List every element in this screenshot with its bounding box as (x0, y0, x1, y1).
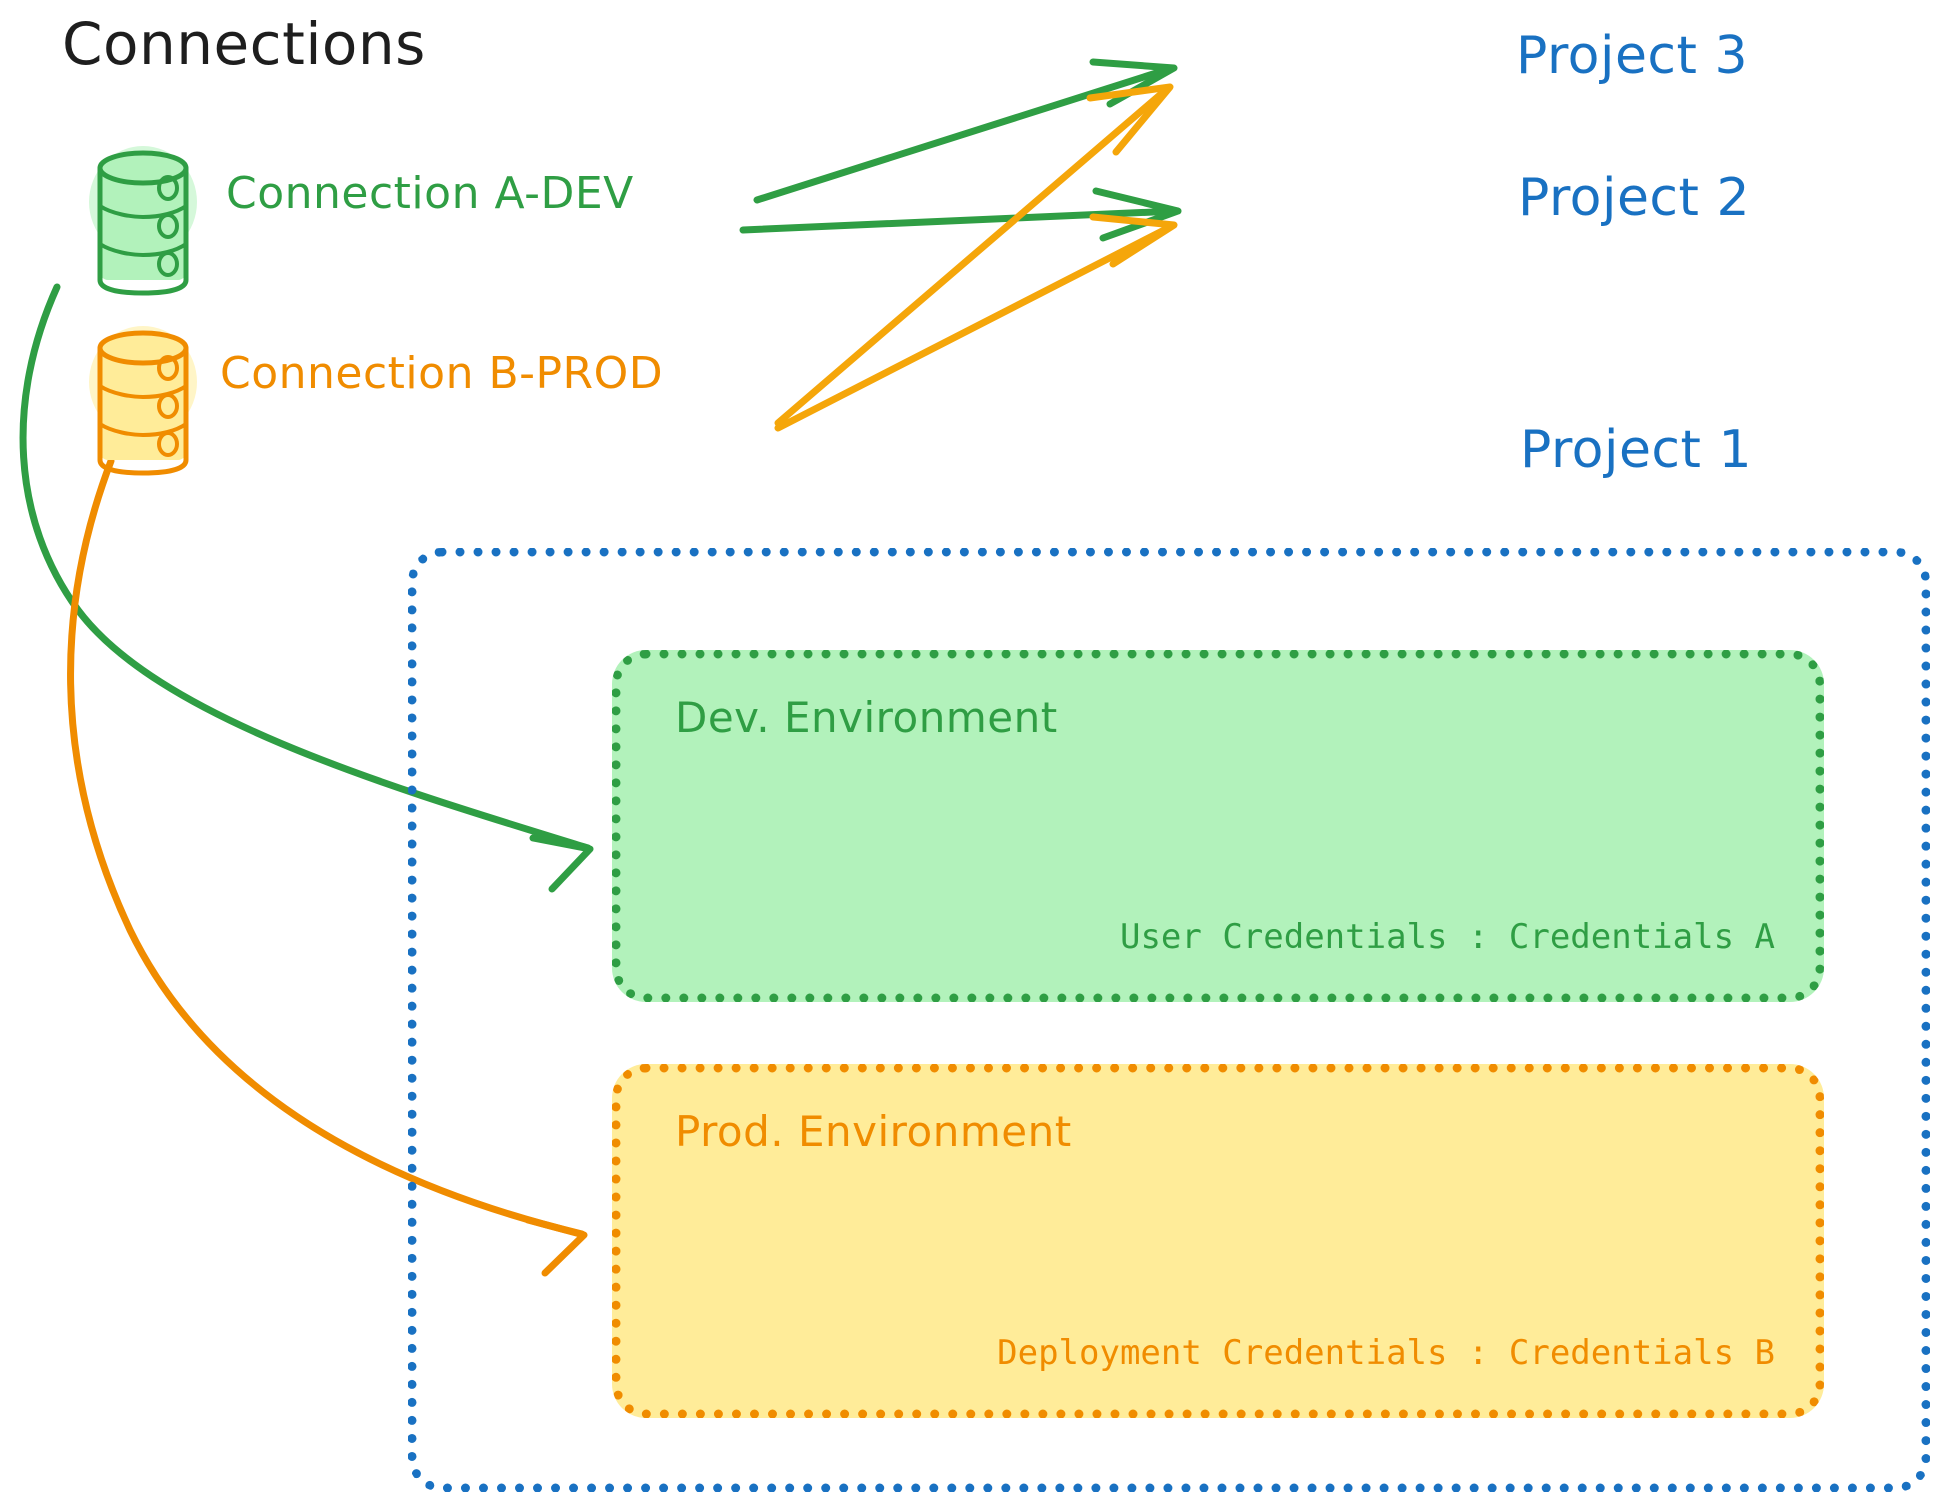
arrow-b-prod-to-project3 (774, 83, 1174, 427)
project-2-label: Project 2 (1518, 168, 1751, 228)
project-3-label: Project 3 (1516, 26, 1749, 86)
arrow-b-prod-to-project2 (774, 213, 1178, 432)
arrow-a-dev-to-project2 (739, 187, 1182, 242)
page-title: Connections (62, 10, 426, 78)
connection-b-label: Connection B-PROD (220, 348, 664, 399)
dev-environment-box[interactable]: Dev. Environment User Credentials : Cred… (612, 650, 1824, 1002)
project-1-label: Project 1 (1520, 420, 1753, 480)
prod-environment-title: Prod. Environment (675, 1107, 1072, 1156)
project-1-container (408, 548, 1930, 1492)
connection-a-label: Connection A-DEV (226, 168, 634, 219)
dev-environment-title: Dev. Environment (675, 693, 1058, 742)
prod-environment-credentials: Deployment Credentials : Credentials B (997, 1333, 1775, 1373)
database-icon-connection-a[interactable] (84, 140, 202, 304)
prod-environment-box[interactable]: Prod. Environment Deployment Credentials… (612, 1064, 1824, 1418)
arrow-a-dev-to-project3 (753, 58, 1178, 204)
dev-environment-credentials: User Credentials : Credentials A (1119, 917, 1775, 957)
arrow-a-dev-to-dev-env (19, 283, 594, 893)
database-icon-connection-b[interactable] (84, 320, 202, 484)
